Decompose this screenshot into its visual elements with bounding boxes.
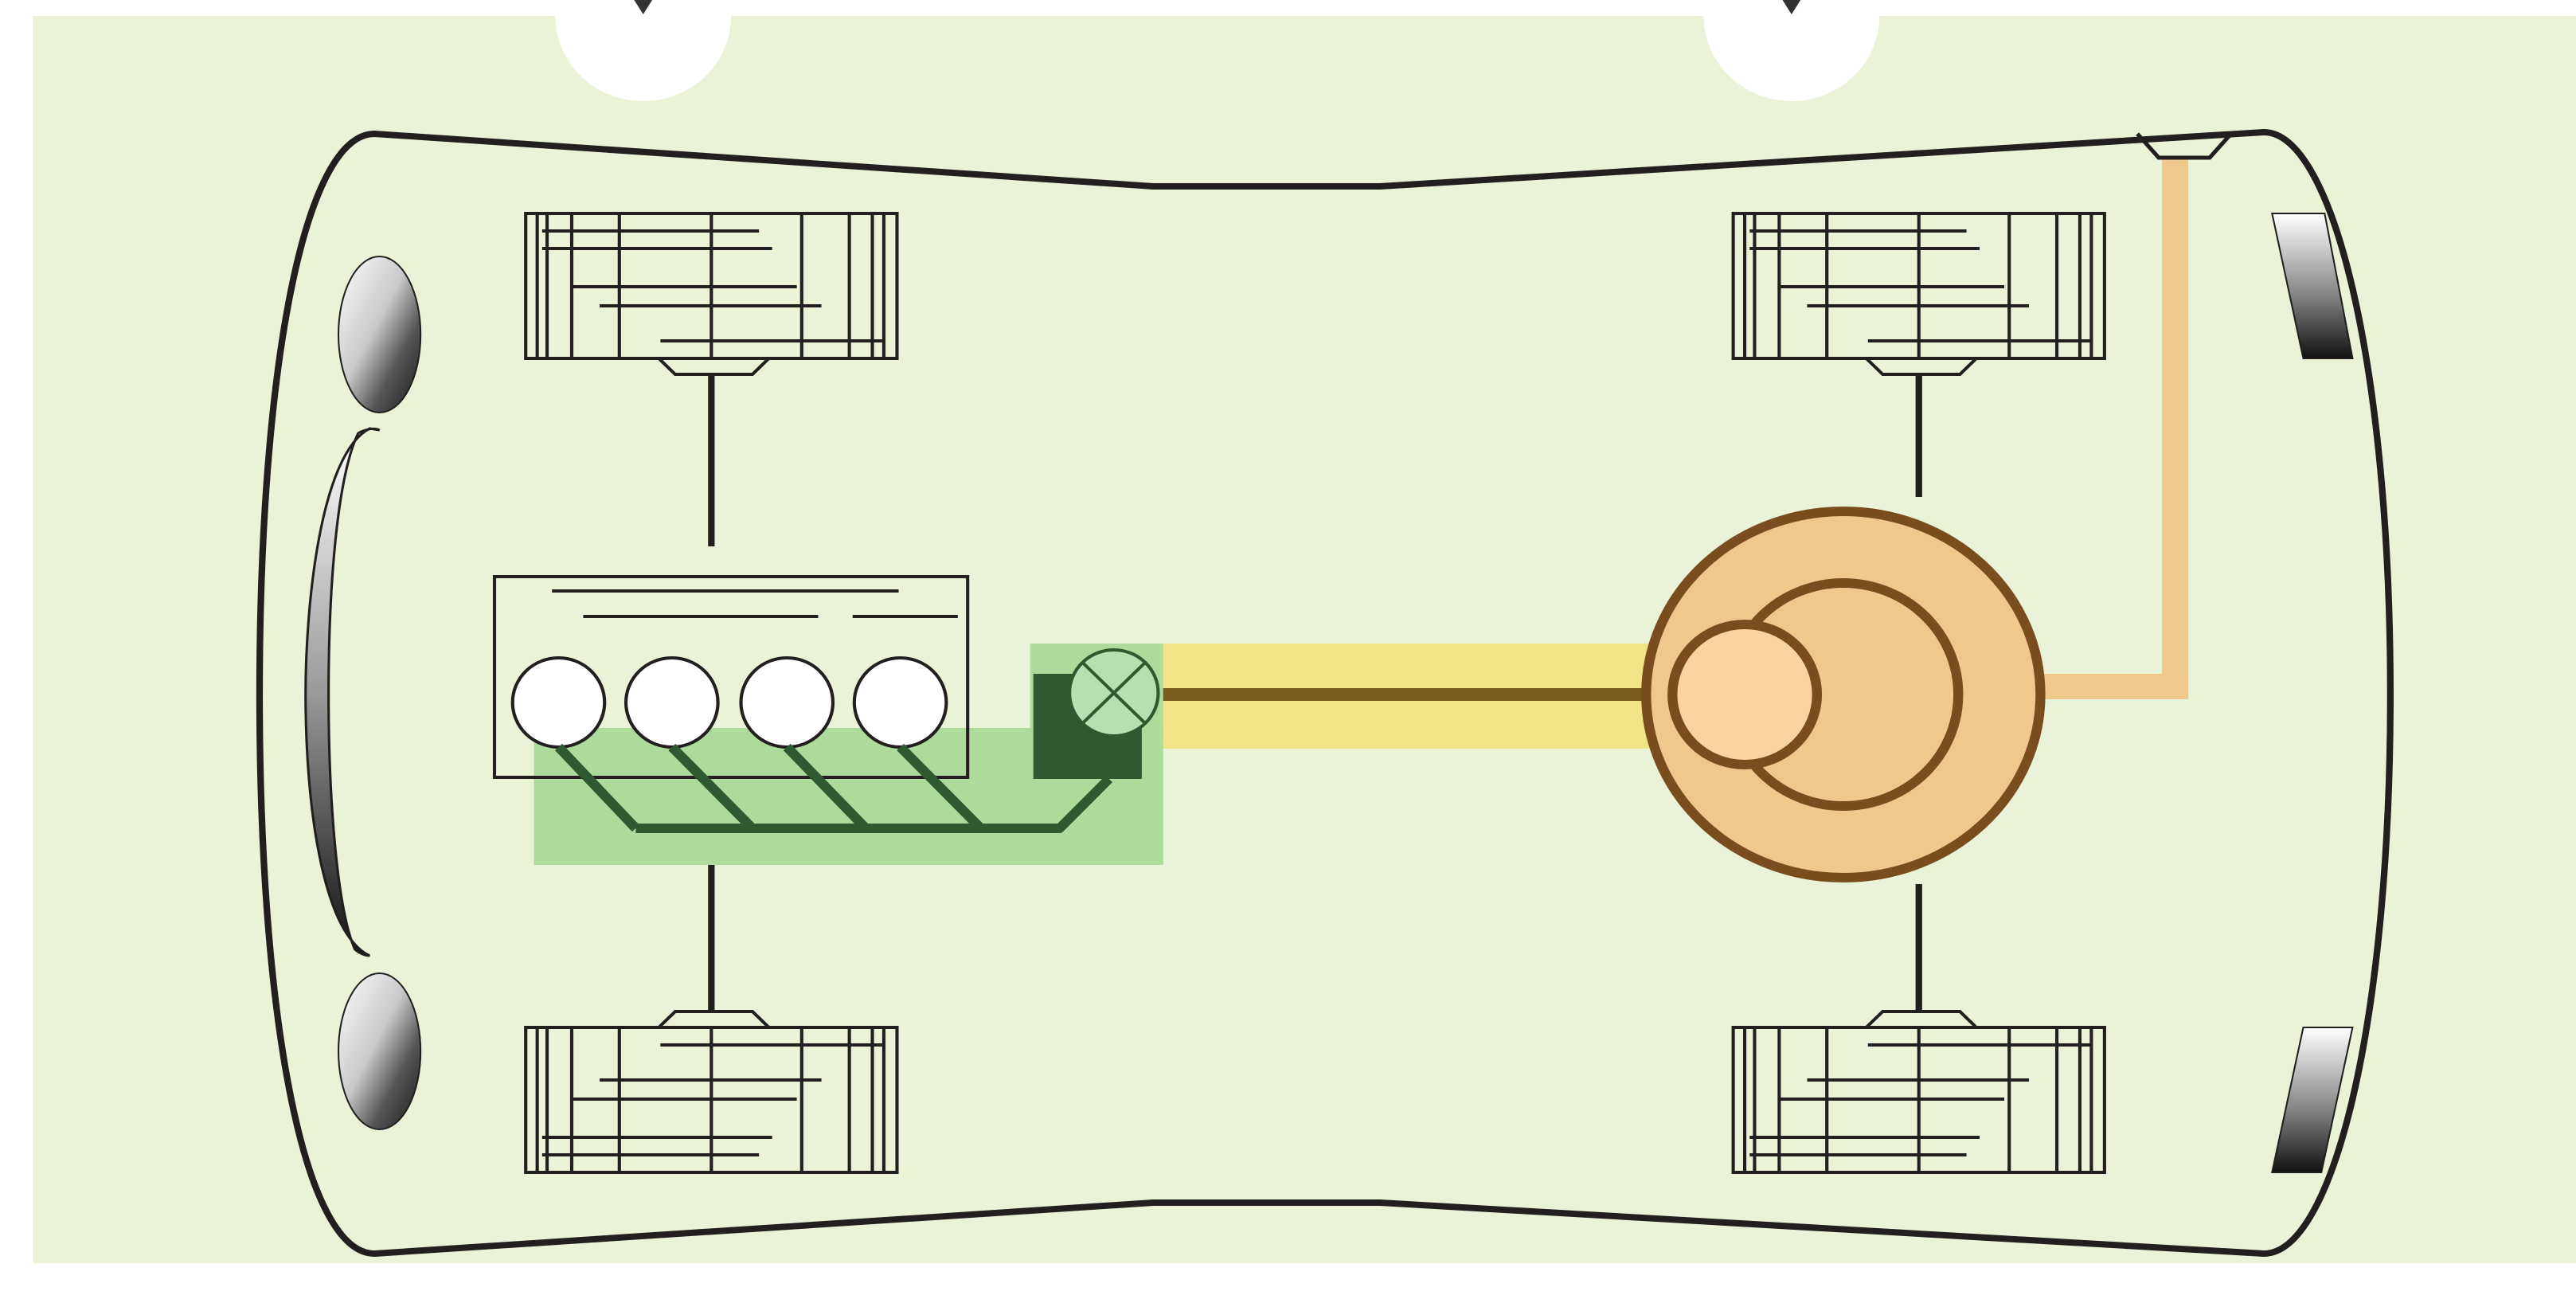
tail-light-bottom — [2271, 1027, 2354, 1173]
exhaust-valve — [1068, 648, 1160, 738]
cylinder-3 — [739, 656, 835, 749]
exhaust-pipes — [554, 743, 1113, 833]
rear-differential — [1641, 507, 2046, 882]
cylinder-4 — [852, 656, 948, 749]
car-body-outline — [256, 129, 2394, 1257]
headlight-left — [337, 256, 422, 413]
front-bumper — [304, 427, 381, 957]
drive-shaft — [1150, 644, 1652, 749]
background-panel — [33, 16, 2576, 1263]
headlight-right — [337, 972, 422, 1130]
cylinder-1 — [510, 656, 607, 749]
top-cutouts — [555, 0, 1880, 101]
tail-light-top — [2271, 213, 2354, 359]
differential-gear — [1667, 620, 1823, 769]
axle-stubs — [708, 376, 1922, 1010]
fuel-line — [2034, 132, 2233, 699]
engine — [492, 575, 970, 779]
cylinder-2 — [623, 656, 720, 749]
